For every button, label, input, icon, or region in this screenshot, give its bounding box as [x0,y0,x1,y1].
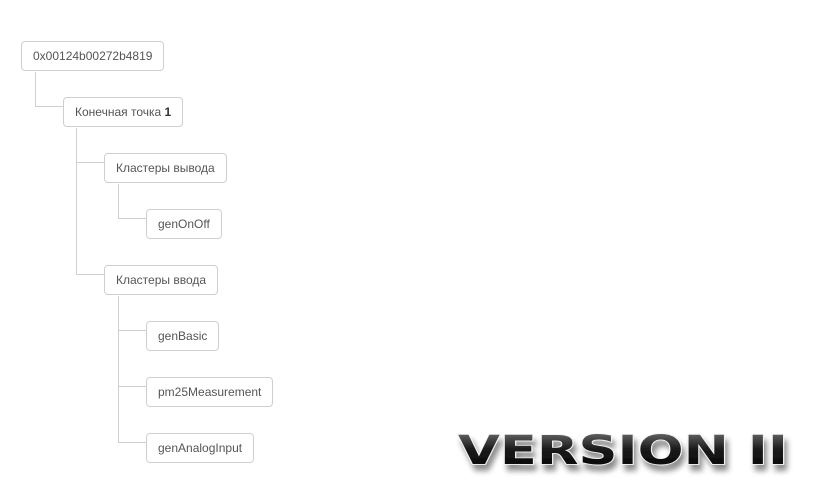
endpoint-label: Конечная точка [75,105,162,119]
tree-node-cluster-pm25measurement[interactable]: pm25Measurement [146,377,274,407]
cluster-label: genOnOff [158,217,210,231]
endpoint-number: 1 [164,105,172,119]
tree-node-cluster-genbasic[interactable]: genBasic [146,321,220,351]
tree-node-cluster-genonoff[interactable]: genOnOff [146,209,222,239]
version-watermark-text: VERSION II [458,428,788,474]
cluster-label: pm25Measurement [158,385,262,399]
device-address-label: 0x00124b00272b4819 [33,49,153,63]
tree-node-endpoint[interactable]: Конечная точка 1 [63,97,184,127]
version-watermark: VERSION II [457,427,789,475]
tree-node-input-clusters[interactable]: Кластеры ввода [104,265,219,295]
tree-node-cluster-genanaloginput[interactable]: genAnalogInput [146,433,255,463]
tree-node-device-address[interactable]: 0x00124b00272b4819 [21,41,165,71]
cluster-label: genBasic [158,329,208,343]
tree-node-output-clusters[interactable]: Кластеры вывода [104,153,227,183]
input-clusters-label: Кластеры ввода [116,273,207,287]
output-clusters-label: Кластеры вывода [116,161,215,175]
cluster-label: genAnalogInput [158,441,243,455]
